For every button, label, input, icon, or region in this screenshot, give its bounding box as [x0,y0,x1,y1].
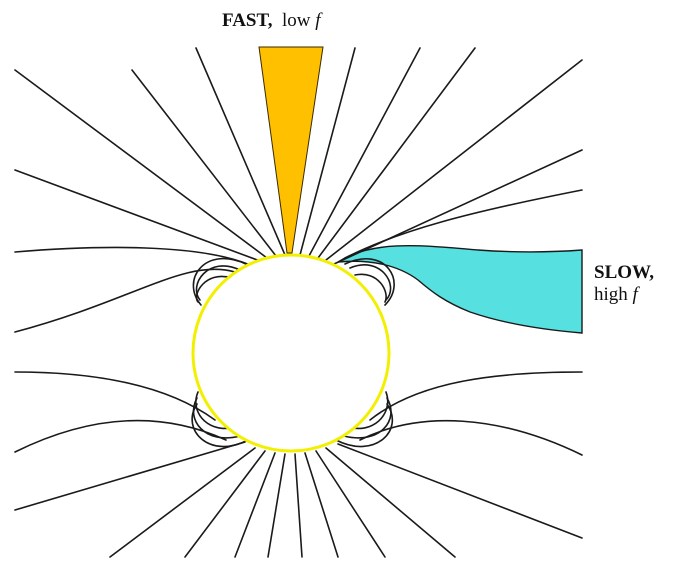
field-line [14,441,246,511]
field-line [195,265,241,301]
field-line [14,419,227,453]
slow-label-normal: high [594,284,628,305]
field-line [14,169,261,262]
field-line [308,47,421,257]
field-line [109,447,256,558]
fast-label-strong: FAST, [222,10,273,31]
field-line [325,59,583,261]
sun-disk [191,253,391,453]
field-line [344,257,395,306]
field-line [351,391,389,430]
field-line [131,69,277,257]
field-line [335,403,394,448]
field-line [195,391,233,430]
field-line [369,371,583,421]
field-line [14,268,236,333]
field-line [294,453,303,558]
slow-label-symbol: f [632,284,638,305]
field-line [195,47,286,256]
field-line [184,450,266,558]
slow-wind-label: SLOW, high f [594,262,654,306]
field-line [299,47,356,256]
fast-wind-stream [258,46,324,254]
field-line [337,443,583,539]
fast-wind-label: FAST, low f [222,10,321,32]
fast-label-normal: low [282,10,311,31]
field-line [317,47,476,259]
magnetic-field-lines [14,47,583,558]
field-line [344,189,583,259]
field-line [14,371,216,421]
field-line [359,419,583,456]
field-line [192,397,241,439]
slow-wind-stream [337,245,583,334]
field-line [14,69,268,259]
field-line [325,447,456,558]
field-line [343,397,392,439]
field-line [333,149,583,265]
field-line [315,450,386,558]
slow-label-line2: high f [594,284,654,306]
field-line [14,246,251,266]
fast-label-symbol: f [315,10,321,31]
field-line [234,452,276,558]
field-line [304,452,339,558]
field-line [267,453,286,558]
slow-label-strong: SLOW, [594,262,655,283]
field-line [349,264,392,301]
field-line [192,257,247,306]
